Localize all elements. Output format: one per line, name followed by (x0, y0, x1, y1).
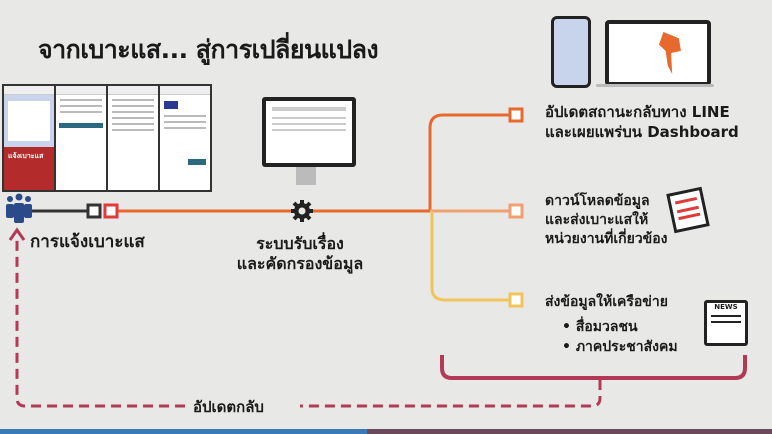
step-report-label: การแจ้งเบาะแส (30, 232, 145, 252)
node-red (103, 203, 119, 219)
phone-screen-form2 (106, 84, 160, 192)
system-line1: ระบบรับเรื่อง (256, 234, 344, 253)
node-bottom (508, 292, 524, 308)
step-system-label: ระบบรับเรื่องและคัดกรองข้อมูล (225, 234, 375, 274)
output3-line1: ส่งข้อมูลให้เครือข่าย (545, 294, 668, 310)
system-line2: และคัดกรองข้อมูล (236, 254, 364, 273)
output2-line1: ดาวน์โหลดข้อมูล (545, 193, 650, 209)
output-line-dashboard: อัปเดตสถานะกลับทาง LINE และเผยแพร่บน Dash… (545, 102, 739, 142)
thailand-map-icon (659, 32, 681, 74)
newspaper-icon: NEWS (704, 300, 748, 346)
node-top (508, 107, 524, 123)
phone-screen-form3 (158, 84, 212, 192)
video-progress-bar (0, 429, 367, 434)
bullet-media-text: สื่อมวลชน (575, 319, 638, 335)
phone-screen-line: แจ้งเบาะแส (2, 84, 56, 192)
feedback-dash-right (300, 380, 602, 408)
output1-line2: และเผยแพร่บน Dashboard (545, 123, 739, 141)
branch-top (428, 113, 510, 211)
news-label: NEWS (714, 303, 738, 311)
feedback-arrow-icon (8, 227, 26, 241)
monitor-image (262, 97, 356, 167)
bullet-media: • สื่อมวลชน (562, 319, 638, 335)
laptop-base (596, 84, 714, 87)
node-black (86, 203, 102, 219)
output2-line2: และส่งเบาะแสให้ (545, 212, 649, 228)
feedback-dash-left (15, 235, 185, 408)
phone-line-chat-image (551, 16, 591, 88)
feedback-label: อัปเดตกลับ (193, 398, 264, 416)
laptop-dashboard-image (605, 20, 711, 86)
output-download: ดาวน์โหลดข้อมูลและส่งเบาะแสให้หน่วยงานที… (545, 192, 668, 249)
output-network: ส่งข้อมูลให้เครือข่าย (545, 292, 668, 312)
slide-title: จากเบาะแส... สู่การเปลี่ยนแปลง (38, 35, 379, 64)
branch-bottom (430, 211, 510, 302)
monitor-stand (296, 167, 316, 185)
people-icon (6, 193, 32, 223)
network-bracket (440, 355, 747, 380)
output1-line1: อัปเดตสถานะกลับทาง LINE (545, 103, 730, 121)
phone-banner: แจ้งเบาะแส (4, 147, 54, 190)
gear-icon (291, 200, 313, 222)
video-progress-remaining (367, 429, 772, 434)
phone-screen-form1 (54, 84, 108, 192)
bullet-civil-text: ภาคประชาสังคม (575, 339, 678, 355)
node-middle (508, 203, 524, 219)
bullet-civil-society: • ภาคประชาสังคม (562, 339, 678, 355)
output2-line3: หน่วยงานที่เกี่ยวข้อง (545, 231, 668, 247)
